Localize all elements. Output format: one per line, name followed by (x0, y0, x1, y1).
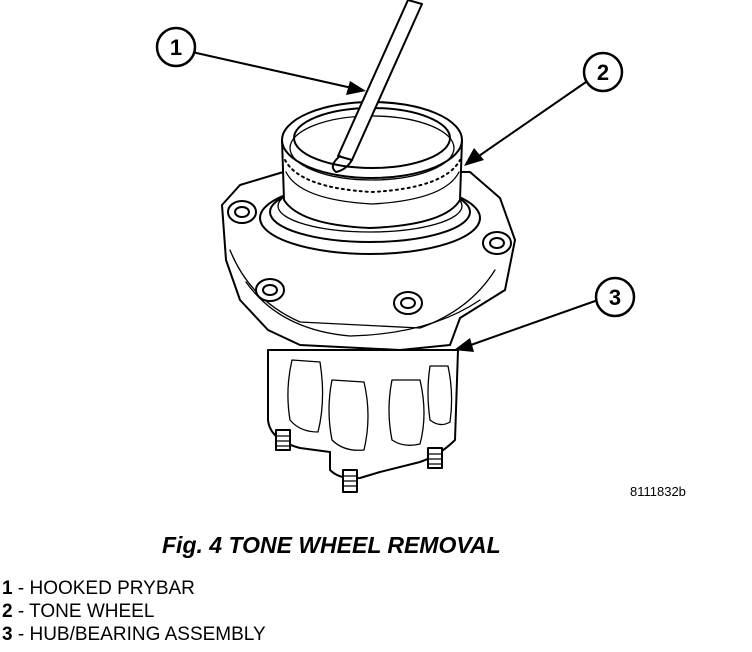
wheel-stud (342, 469, 358, 493)
legend-number: 2 (2, 601, 13, 622)
legend-label: HOOKED PRYBAR (29, 578, 195, 599)
tone-wheel-removal-illustration: 1 2 3 (155, 0, 636, 493)
leader-arrow-2 (464, 81, 587, 166)
figure-reference-code: 8111832b (630, 484, 686, 499)
figure-caption: Fig. 4 TONE WHEEL REMOVAL (162, 532, 501, 558)
legend-separator: - (12, 578, 30, 599)
svg-text:1: 1 (170, 35, 182, 60)
callout-1: 1 (155, 26, 197, 68)
leader-arrow-1 (191, 51, 366, 95)
legend-label: TONE WHEEL (29, 601, 155, 622)
svg-text:3: 3 (609, 285, 621, 310)
legend-separator: - (12, 624, 30, 645)
legend-item: 1 - HOOKED PRYBAR (2, 577, 266, 600)
svg-text:2: 2 (597, 60, 609, 85)
callout-2: 2 (582, 51, 624, 93)
legend-list: 1 - HOOKED PRYBAR 2 - TONE WHEEL 3 - HUB… (2, 577, 266, 646)
tone-wheel (281, 101, 463, 229)
callout-3: 3 (594, 276, 636, 318)
legend-label: HUB/BEARING ASSEMBLY (29, 624, 266, 645)
legend-number: 3 (2, 624, 13, 645)
hooked-prybar (331, 0, 423, 173)
legend-item: 2 - TONE WHEEL (2, 600, 266, 623)
legend-separator: - (12, 601, 30, 622)
wheel-stud (427, 447, 443, 469)
legend-number: 1 (2, 578, 13, 599)
legend-item: 3 - HUB/BEARING ASSEMBLY (2, 623, 266, 646)
leader-arrow-3 (454, 299, 599, 352)
wheel-stud (275, 429, 291, 451)
